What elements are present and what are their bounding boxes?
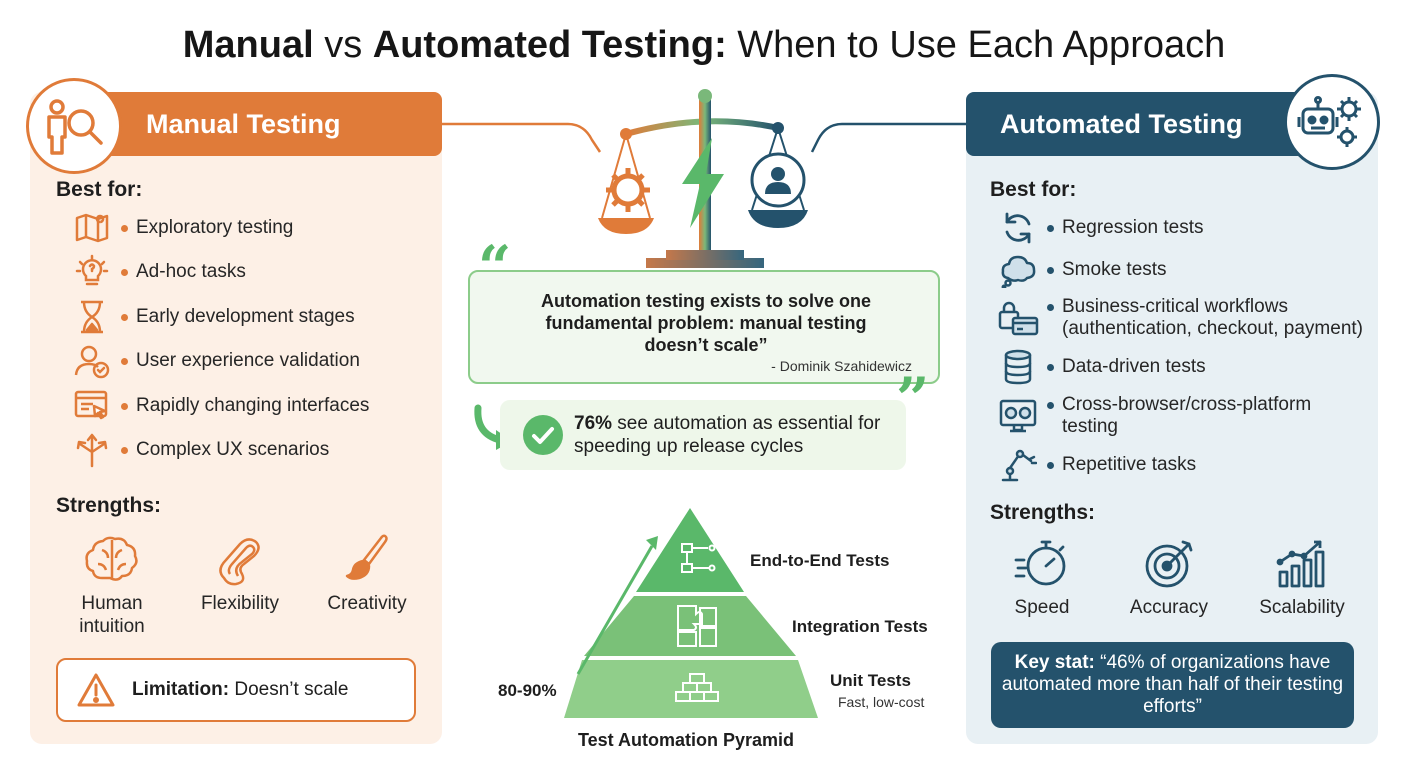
refresh-icon	[996, 210, 1040, 246]
strength-item: Accuracy	[1109, 534, 1229, 619]
automated-best-for-label: Best for:	[990, 178, 1077, 201]
map-icon	[70, 210, 114, 246]
window-cursor-icon	[70, 388, 114, 424]
pyramid-level-integration	[584, 596, 796, 656]
user-check-icon	[70, 343, 114, 379]
page-title: Manual vs Automated Testing: When to Use…	[182, 24, 1226, 66]
balance-scale-icon	[598, 89, 808, 268]
list-item: Rapidly changing interfaces	[70, 386, 369, 426]
automated-badge	[1284, 74, 1380, 170]
browser-icon	[996, 398, 1040, 434]
stat-box: 76% see automation as essential for spee…	[500, 400, 906, 470]
brain-icon	[52, 530, 172, 586]
paintbrush-icon	[307, 530, 427, 586]
robot-gear-icon	[1297, 96, 1361, 147]
pyramid-level-end-to-end	[636, 508, 744, 592]
lightbulb-icon	[70, 254, 114, 290]
pyramid-caption: Test Automation Pyramid	[578, 730, 795, 750]
database-icon	[996, 349, 1040, 385]
pyramid-label: End-to-End Tests	[750, 551, 890, 570]
list-item: Data-driven tests	[996, 347, 1206, 387]
automated-strengths-label: Strengths:	[990, 501, 1095, 524]
robot-arm-icon	[996, 447, 1040, 483]
gear-icon	[606, 168, 650, 212]
lock-card-icon	[996, 300, 1040, 336]
person-icon	[750, 152, 806, 208]
quote-box: Automation testing exists to solve one f…	[468, 270, 940, 384]
manual-header: Manual Testing	[60, 92, 442, 156]
strength-item: Human intuition	[52, 530, 172, 638]
key-stat-box: Key stat: “46% of organizations have aut…	[991, 642, 1354, 728]
manual-strengths-label: Strengths:	[56, 494, 161, 517]
target-icon	[1109, 534, 1229, 590]
smoke-icon	[996, 252, 1040, 288]
pyramid-level-unit	[564, 660, 818, 718]
manual-badge	[26, 78, 122, 174]
pyramid-label: Unit Tests	[830, 671, 911, 690]
pyramid-sublabel: Fast, low-cost	[838, 694, 925, 710]
manual-best-for-label: Best for:	[56, 178, 143, 201]
pyramid-label: Integration Tests	[792, 617, 928, 636]
split-arrows-icon	[70, 432, 114, 468]
automated-header: Automated Testing	[966, 92, 1326, 156]
strength-item: Creativity	[307, 530, 427, 615]
lightning-icon	[682, 138, 724, 228]
test-pyramid	[564, 508, 818, 718]
list-item: Repetitive tasks	[996, 445, 1196, 485]
strength-item: Speed	[982, 534, 1102, 619]
list-item: Business-critical workflows(authenticati…	[996, 296, 1363, 342]
checkmark-icon	[523, 415, 563, 455]
list-item: Ad-hoc tasks	[70, 252, 246, 292]
flexibility-icon	[180, 530, 300, 586]
list-item: Regression tests	[996, 208, 1204, 248]
list-item: Exploratory testing	[70, 208, 293, 248]
list-item: User experience validation	[70, 341, 360, 381]
strength-item: Flexibility	[180, 530, 300, 615]
list-item: Complex UX scenarios	[70, 430, 329, 470]
hourglass-icon	[70, 299, 114, 335]
person-magnifier-icon	[47, 99, 103, 155]
list-item: Early development stages	[70, 297, 355, 337]
strength-item: Scalability	[1242, 534, 1362, 619]
up-arrow-icon	[576, 536, 658, 675]
warning-icon	[77, 673, 115, 707]
list-item: Smoke tests	[996, 250, 1167, 290]
limitation-box: Limitation: Doesn’t scale	[56, 658, 416, 722]
stopwatch-icon	[982, 534, 1102, 590]
bar-growth-icon	[1242, 534, 1362, 590]
pyramid-share: 80-90%	[498, 681, 557, 700]
manual-panel	[30, 92, 442, 744]
